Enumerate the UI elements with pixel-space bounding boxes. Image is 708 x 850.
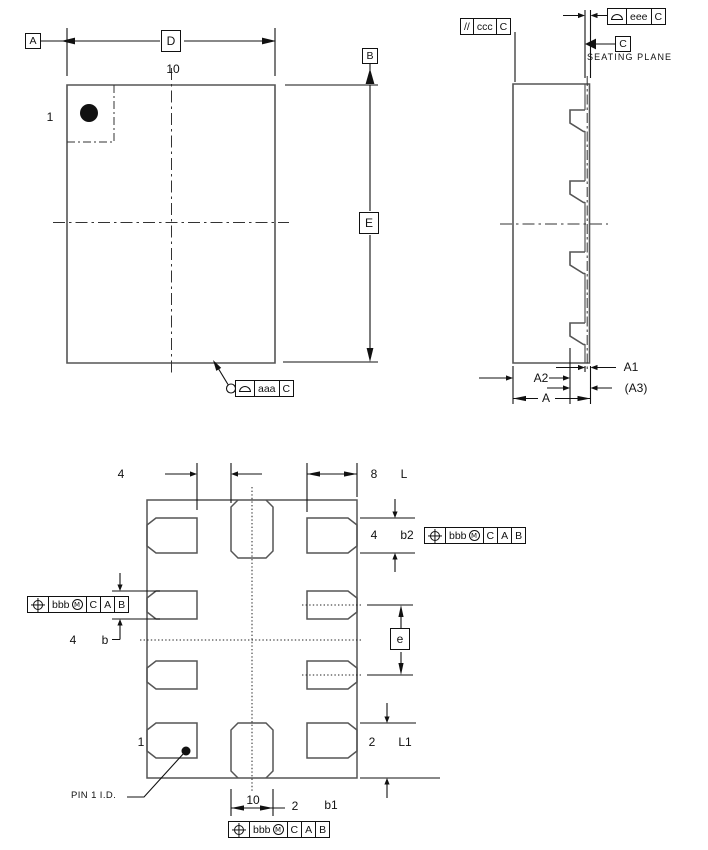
dim-a3-label: (A3) [624,381,648,395]
package-outline-side [512,83,591,364]
parallelism-icon: // [464,20,470,33]
datum-a-box: A [25,33,41,49]
dim-a-label: A [541,391,551,405]
pad-right-6 [306,660,358,690]
top-view-linework [66,84,276,364]
top-view-centerlines [53,68,289,374]
dim-a2-label: A2 [533,371,549,385]
pin1-id-label: PIN 1 I.D. [71,790,117,801]
fcf-datum: C [278,381,294,396]
pad-right-2 [306,722,358,759]
pad-center-bottom-10 [230,722,274,779]
qty-2-l1-label: 2 [368,735,376,749]
pin1-label-bottom-view: 1 [137,735,145,749]
fcf-datum-2: A [301,822,315,837]
side-view-centerlines [500,76,608,370]
true-position-icon [28,597,48,612]
datum-b-box: B [362,48,378,64]
dim-a1-label: A1 [623,360,639,374]
fcf-datum-2: A [100,597,114,612]
fcf-datum-3: B [315,822,329,837]
fcf-datum: C [495,19,511,34]
pad-right-8 [306,517,358,554]
top-view-arrowheads [61,37,375,371]
fcf-datum-2: A [497,528,511,543]
pad-left-4 [146,517,198,554]
fcf-datum-3: B [114,597,128,612]
side-view-arrowheads [506,12,598,402]
pad-left-3 [146,590,198,620]
pin1-zone-box [67,85,115,143]
qty-4-b-label: 4 [69,633,77,647]
lead-3 [569,251,585,275]
fcf-tolerance: eee [626,9,651,24]
qty-2-b1-label: 2 [291,799,299,813]
qty-4-b2-label: 4 [370,528,378,542]
mmc-modifier-icon: M [468,530,480,541]
fcf-datum-3: B [511,528,525,543]
datum-b-arrow [365,68,375,84]
profile-of-surface-icon [608,9,626,24]
datum-c-triangle [585,38,596,50]
fcf-datum-1: C [85,597,101,612]
dim-b2-label: b2 [400,528,414,542]
true-position-icon [229,822,249,837]
package-outline-top [66,84,276,364]
fcf-datum: C [650,9,666,24]
fcf-parallelism-ccc: // ccc C [460,18,512,35]
fcf-datum-1: C [286,822,302,837]
qty-4-top-label: 4 [117,467,125,481]
fcf-profile-aaa: aaa C [235,380,295,397]
pad-left-1 [146,722,198,759]
mmc-modifier-icon: M [71,599,83,610]
pin1-id-leader [127,752,185,798]
pin1-id-dot [181,746,191,756]
lead-1 [569,109,585,133]
dim-b-label: b [101,633,109,647]
dim-e-pitch-box: e [390,628,410,650]
pad-left-2 [146,660,198,690]
seating-plane-label: SEATING PLANE [587,52,673,62]
lead-4 [569,322,585,346]
true-position-icon [425,528,445,543]
pad-center-top [230,499,274,559]
package-outline-bottom [146,499,358,779]
mmc-modifier-icon: M [272,824,284,835]
fcf-datum-1: C [482,528,498,543]
side-view-dimensions [479,10,616,404]
bottom-view-arrowheads [117,471,404,811]
bottom-view-linework [146,499,358,779]
dim-e-box: E [359,212,379,234]
pin1-label-top-view: 1 [46,110,54,124]
side-view-linework [512,83,591,364]
dim-d-box: D [161,30,181,52]
pin10-label-bottom-view: 10 [246,793,260,807]
profile-of-surface-icon [236,381,254,396]
fcf-tolerance: ccc [472,19,496,34]
bottom-view-centerlines [140,487,362,792]
lead-2 [569,180,585,204]
pin10-label-top-view: 10 [166,62,180,76]
aaa-arrow [213,360,222,371]
top-view-dimensions [41,28,516,394]
datum-c-box: C [615,36,631,52]
pad-right-7 [306,590,358,620]
dim-l1-label: L1 [398,735,412,749]
pin1-index-dot [80,104,98,122]
fcf-profile-eee: eee C [607,8,667,25]
dim-b1-label: b1 [324,798,338,812]
qty-8-label: 8 [370,467,378,481]
dim-l-label: L [400,467,408,481]
fcf-tolerance: aaa [254,381,279,396]
